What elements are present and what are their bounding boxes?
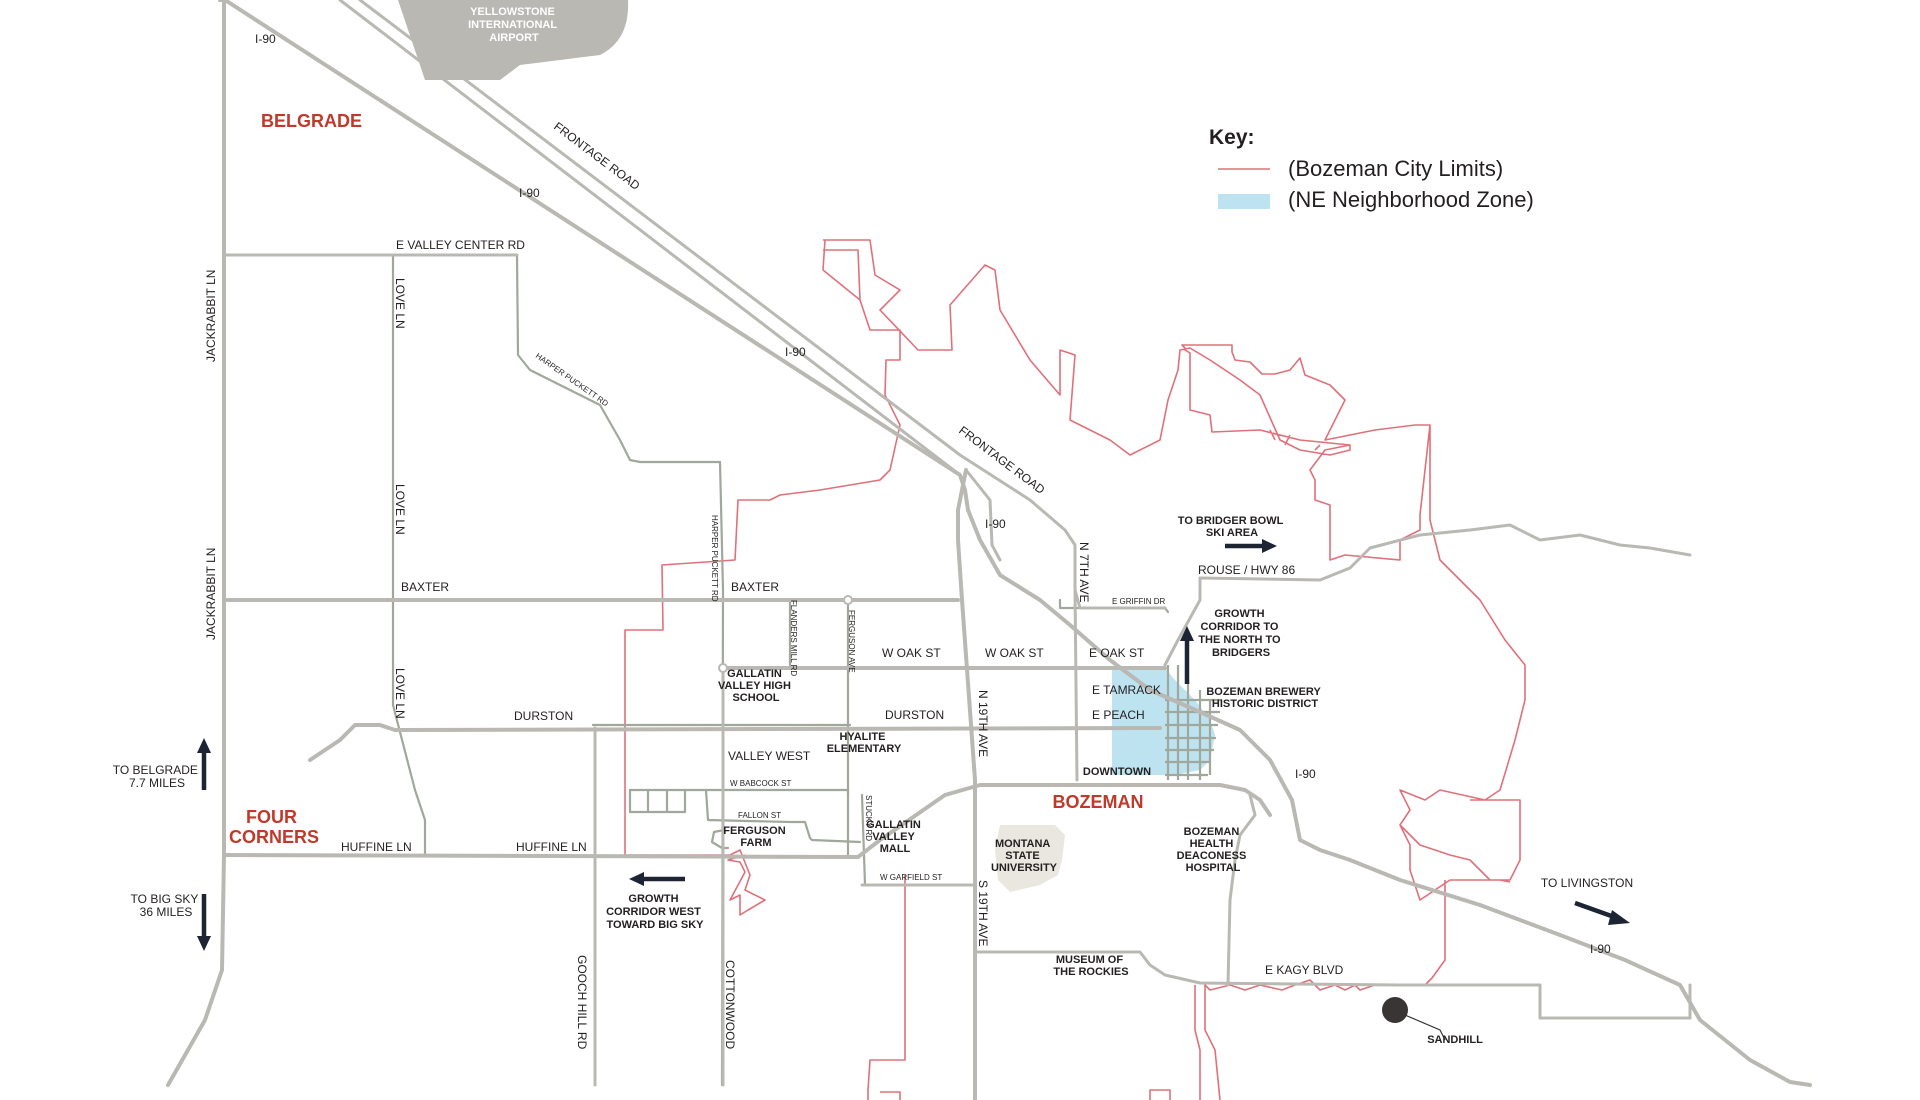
huffine-ln-label-1: HUFFINE LN [341, 840, 412, 854]
fallon-st-label: FALLON ST [738, 811, 781, 820]
ferguson-ave-label: FERGUSON AVE [847, 610, 856, 673]
to-livingston-arrow [1574, 900, 1630, 925]
e-valley-center-rd-label: E VALLEY CENTER RD [396, 238, 525, 252]
love-ln-label-3: LOVE LN [393, 668, 407, 719]
frontage-road [358, 0, 1167, 610]
jackrabbit-ln-label-1: JACKRABBIT LN [204, 270, 218, 362]
harper-puckett-label-1: HARPER PUCKETT RD [534, 351, 610, 408]
bridger-bowl-arrow [1225, 539, 1277, 553]
baxter-label-2: BAXTER [731, 580, 779, 594]
flanders-mill-label: FLANDERS MILL RD [789, 600, 798, 676]
durston-road [308, 723, 1162, 762]
cottonwood-label: COTTONWOOD [723, 960, 737, 1049]
w-babcock-road [628, 788, 850, 797]
growth-west-label: GROWTH CORRIDOR WEST TOWARD BIG SKY [606, 893, 704, 931]
growth-west-arrow [629, 872, 685, 886]
museum-label: MUSEUM OF THE ROCKIES [1053, 954, 1128, 978]
i90-label-2: I-90 [519, 186, 540, 200]
to-big-sky-arrow [197, 894, 211, 951]
to-big-sky-label: TO BIG SKY 36 MILES [131, 892, 202, 919]
i90-label-5: I-90 [1295, 767, 1316, 781]
gooch-hill-label: GOOCH HILL RD [575, 955, 589, 1050]
e-griffin-label: E GRIFFIN DR [1112, 597, 1166, 606]
rouse-hwy86-road [1198, 523, 1692, 582]
four-corners-label: FOUR CORNERS [229, 807, 319, 847]
durston-label-2: DURSTON [885, 708, 944, 722]
downtown-grid [1165, 665, 1222, 780]
to-belgrade-label: TO BELGRADE 7.7 MILES [113, 763, 201, 790]
stucky-label: STUCKY RD [864, 795, 873, 841]
rouse-south-road [1163, 576, 1202, 667]
babcock-blocks [628, 788, 687, 814]
to-belgrade-arrow [197, 738, 211, 790]
jackrabbit-ln-label-2: JACKRABBIT LN [204, 548, 218, 640]
i90-label-1: I-90 [255, 32, 276, 46]
huffine-ln-label-2: HUFFINE LN [516, 840, 587, 854]
baxter-label-1: BAXTER [401, 580, 449, 594]
downtown-label: DOWNTOWN [1083, 766, 1151, 778]
kagy-road [973, 950, 1692, 1020]
i90-label-6: I-90 [1590, 942, 1611, 956]
jackrabbit-ln-road [166, 0, 226, 1087]
fallon-road [704, 788, 862, 844]
love-ln-road [391, 253, 427, 857]
gallatin-mall-label: GALLATIN VALLEY MALL [866, 819, 924, 855]
hyalite-label: HYALITE ELEMENTARY [827, 731, 902, 755]
ferguson-dot [843, 595, 853, 605]
bozeman-label: BOZEMAN [1053, 792, 1144, 812]
belgrade-label: BELGRADE [261, 111, 362, 131]
msu-label: MONTANA STATE UNIVERSITY [991, 838, 1058, 874]
ne-neighborhood-zone [1112, 668, 1215, 775]
sandhill-label: SANDHILL [1427, 1034, 1483, 1046]
airport-label: YELLOWSTONE INTERNATIONAL AIRPORT [468, 6, 560, 44]
hospital-road [1226, 793, 1257, 987]
key-title: Key: [1209, 126, 1255, 149]
love-ln-label-1: LOVE LN [393, 278, 407, 329]
gallatin-high-dot [718, 663, 728, 673]
bridger-bowl-label: TO BRIDGER BOWL SKI AREA [1178, 515, 1286, 539]
s-19th-ave-label: S 19TH AVE [976, 880, 990, 946]
key-ne-zone-label: (NE Neighborhood Zone) [1288, 187, 1534, 212]
brewery-label: BOZEMAN BREWERY HISTORIC DISTRICT [1206, 686, 1323, 710]
e-oak-st-label: E OAK ST [1089, 646, 1145, 660]
w-babcock-label: W BABCOCK ST [730, 779, 791, 788]
i90-highway [223, 0, 1812, 1087]
ferguson-farm-label: FERGUSON FARM [723, 825, 788, 849]
n-19th-ave-label: N 19TH AVE [976, 690, 990, 757]
i90-frontage-link [964, 468, 1002, 562]
growth-north-arrow [1180, 626, 1194, 684]
to-livingston-label: TO LIVINGSTON [1541, 876, 1633, 890]
n-7th-ave-road [1073, 588, 1079, 782]
e-peach-label: E PEACH [1092, 708, 1145, 722]
durston-label-1: DURSTON [514, 709, 573, 723]
harper-puckett-road [515, 253, 725, 1087]
city-limits-outline [624, 239, 1526, 1100]
i90-secondary [338, 0, 962, 477]
sandhill-marker [1382, 997, 1408, 1023]
huffine-ln-road [222, 783, 1272, 859]
key-ne-zone-swatch [1218, 194, 1270, 209]
e-tamrack-label: E TAMRACK [1092, 683, 1161, 697]
w-oak-st-label-2: W OAK ST [985, 646, 1044, 660]
msu-campus [995, 825, 1065, 892]
w-oak-st-label-1: W OAK ST [882, 646, 941, 660]
n-7th-ave-label: N 7TH AVE [1077, 542, 1091, 602]
sandhill-leader [1404, 1014, 1446, 1041]
airport-area [398, 0, 629, 80]
n-19th-ave-road [956, 468, 977, 1100]
love-ln-label-2: LOVE LN [393, 484, 407, 535]
rouse-hwy86-label: ROUSE / HWY 86 [1198, 563, 1295, 577]
i90-label-4: I-90 [985, 517, 1006, 531]
e-kagy-label: E KAGY BLVD [1265, 963, 1344, 977]
growth-north-label: GROWTH CORRIDOR TO THE NORTH TO BRIDGERS [1198, 608, 1283, 659]
hospital-label: BOZEMAN HEALTH DEACONESS HOSPITAL [1177, 826, 1250, 874]
harper-puckett-label-2: HARPER PUCKETT RD [710, 515, 719, 602]
valley-west-label: VALLEY WEST [728, 749, 811, 763]
w-garfield-label: W GARFIELD ST [880, 873, 942, 882]
gallatin-high-label: GALLATIN VALLEY HIGH SCHOOL [718, 668, 794, 704]
i90-label-3: I-90 [785, 345, 806, 359]
key-city-limits-label: (Bozeman City Limits) [1288, 156, 1503, 181]
